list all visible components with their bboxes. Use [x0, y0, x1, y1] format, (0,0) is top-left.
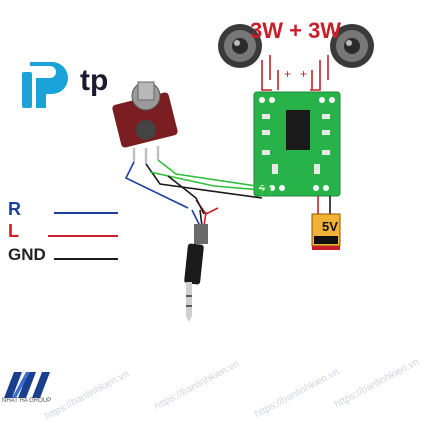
company-logo-icon [4, 372, 50, 398]
speaker-wires [261, 55, 329, 91]
tp-link-logo-icon [22, 62, 68, 108]
left-speaker-icon [218, 24, 262, 68]
legend-label-r: R [8, 199, 21, 219]
power-rating-label: 3W + 3W [250, 18, 342, 43]
audio-jack-icon [184, 224, 208, 322]
watermark: https://banlinhkien.vn https://banlinhki… [0, 360, 424, 424]
watermark-text: https://banlinhkien.vn [252, 366, 342, 421]
company-name: NHAT HA GROUP [2, 398, 52, 404]
potentiometer-icon [112, 81, 178, 164]
legend-label-gnd: GND [8, 245, 46, 264]
battery-voltage-label: 5V [322, 219, 338, 234]
audio-wires [124, 159, 271, 227]
legend-lines [48, 212, 118, 260]
right-speaker-icon [330, 24, 374, 68]
plus-sign-right: + [300, 67, 307, 81]
legend-label-l: L [8, 221, 19, 241]
battery-wires [317, 196, 331, 214]
watermark-text: https://banlinhkien.vn [332, 360, 422, 411]
plus-sign-left: + [284, 67, 291, 81]
amplifier-board [253, 91, 341, 197]
watermark-text: https://banlinhkien.vn [152, 360, 242, 413]
watermark-text: https://banlinhkien.vn [42, 368, 132, 423]
brand-text: tp [80, 64, 109, 97]
battery-icon [311, 213, 341, 250]
